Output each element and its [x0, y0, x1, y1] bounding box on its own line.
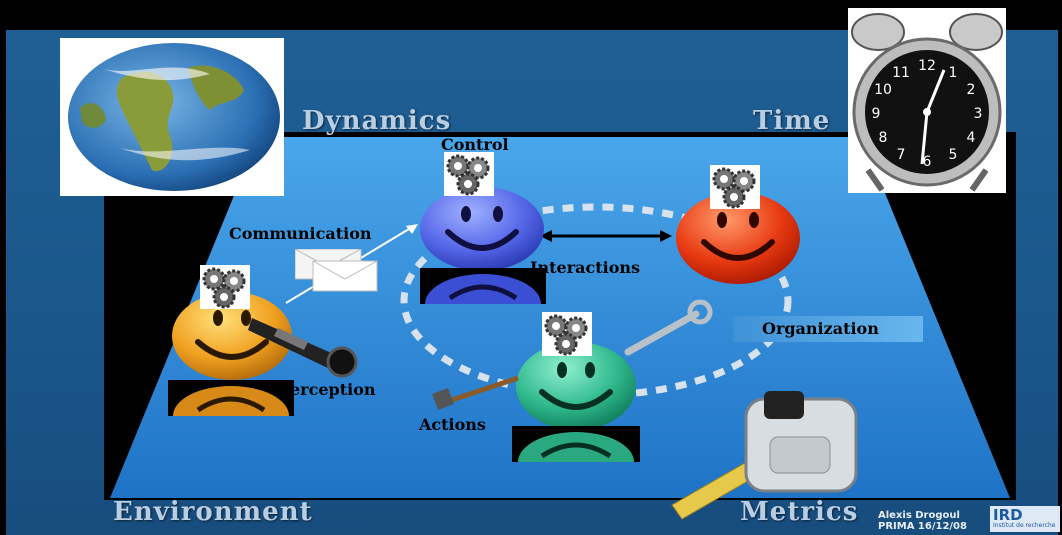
- label-environment: Environment: [113, 497, 313, 527]
- orange-agent-reflection: [168, 380, 294, 446]
- clock-number-6: 6: [923, 154, 932, 170]
- clock-number-8: 8: [879, 130, 888, 146]
- alarm-clock-image: 12 1 2 3 4 5 6 7 8 9 10 11: [848, 8, 1006, 193]
- label-time: Time: [753, 106, 831, 136]
- label-interactions: Interactions: [530, 258, 641, 277]
- gears-icon-control: [444, 152, 494, 196]
- clock-number-7: 7: [897, 147, 906, 163]
- organization-dashed-circle: [400, 203, 792, 399]
- clock-number-9: 9: [872, 106, 881, 122]
- credit-line-event: PRIMA 16/12/08: [878, 521, 967, 532]
- hammer-icon: [432, 375, 519, 410]
- wrench-icon: [624, 299, 713, 356]
- label-organization: Organization: [762, 319, 879, 338]
- tape-measure-image: [671, 391, 858, 520]
- green-agent-face: [516, 342, 636, 430]
- blue-agent-face: [420, 187, 544, 271]
- clock-number-11: 11: [892, 65, 910, 81]
- label-communication: Communication: [229, 224, 372, 243]
- ird-logo: IRD Institut de recherche: [990, 506, 1060, 532]
- clock-number-1: 1: [949, 65, 958, 81]
- red-agent-face: [676, 192, 800, 284]
- communication-arrowhead: [406, 224, 418, 234]
- gears-icon-perception: [200, 265, 250, 309]
- label-perception: erception: [290, 380, 376, 399]
- interaction-arrowhead-right: [660, 230, 672, 242]
- label-actions: Actions: [419, 415, 486, 434]
- author-credit: Alexis Drogoul PRIMA 16/12/08: [878, 510, 967, 532]
- clock-number-3: 3: [974, 106, 983, 122]
- clock-number-5: 5: [949, 147, 958, 163]
- clock-number-10: 10: [874, 82, 892, 98]
- organization-label-box: [733, 316, 923, 342]
- green-agent-reflection: [512, 426, 640, 492]
- blue-agent-reflection: [420, 268, 546, 334]
- clock-number-12: 12: [918, 58, 936, 74]
- clock-number-4: 4: [967, 130, 976, 146]
- envelope-icon: [295, 249, 378, 292]
- ird-logo-text: IRD: [993, 506, 1023, 524]
- clock-number-2: 2: [967, 82, 976, 98]
- label-metrics: Metrics: [740, 497, 859, 527]
- orange-agent-face: [172, 292, 292, 380]
- ird-logo-subtitle: Institut de recherche: [993, 522, 1056, 529]
- label-dynamics: Dynamics: [302, 106, 452, 136]
- earth-image: [60, 38, 284, 196]
- telescope-icon: [248, 318, 358, 378]
- gears-icon-red: [710, 165, 760, 209]
- interaction-arrowhead-left: [540, 230, 552, 242]
- label-control: Control: [441, 135, 509, 154]
- gears-icon-actions: [542, 312, 592, 356]
- credit-line-name: Alexis Drogoul: [878, 510, 960, 521]
